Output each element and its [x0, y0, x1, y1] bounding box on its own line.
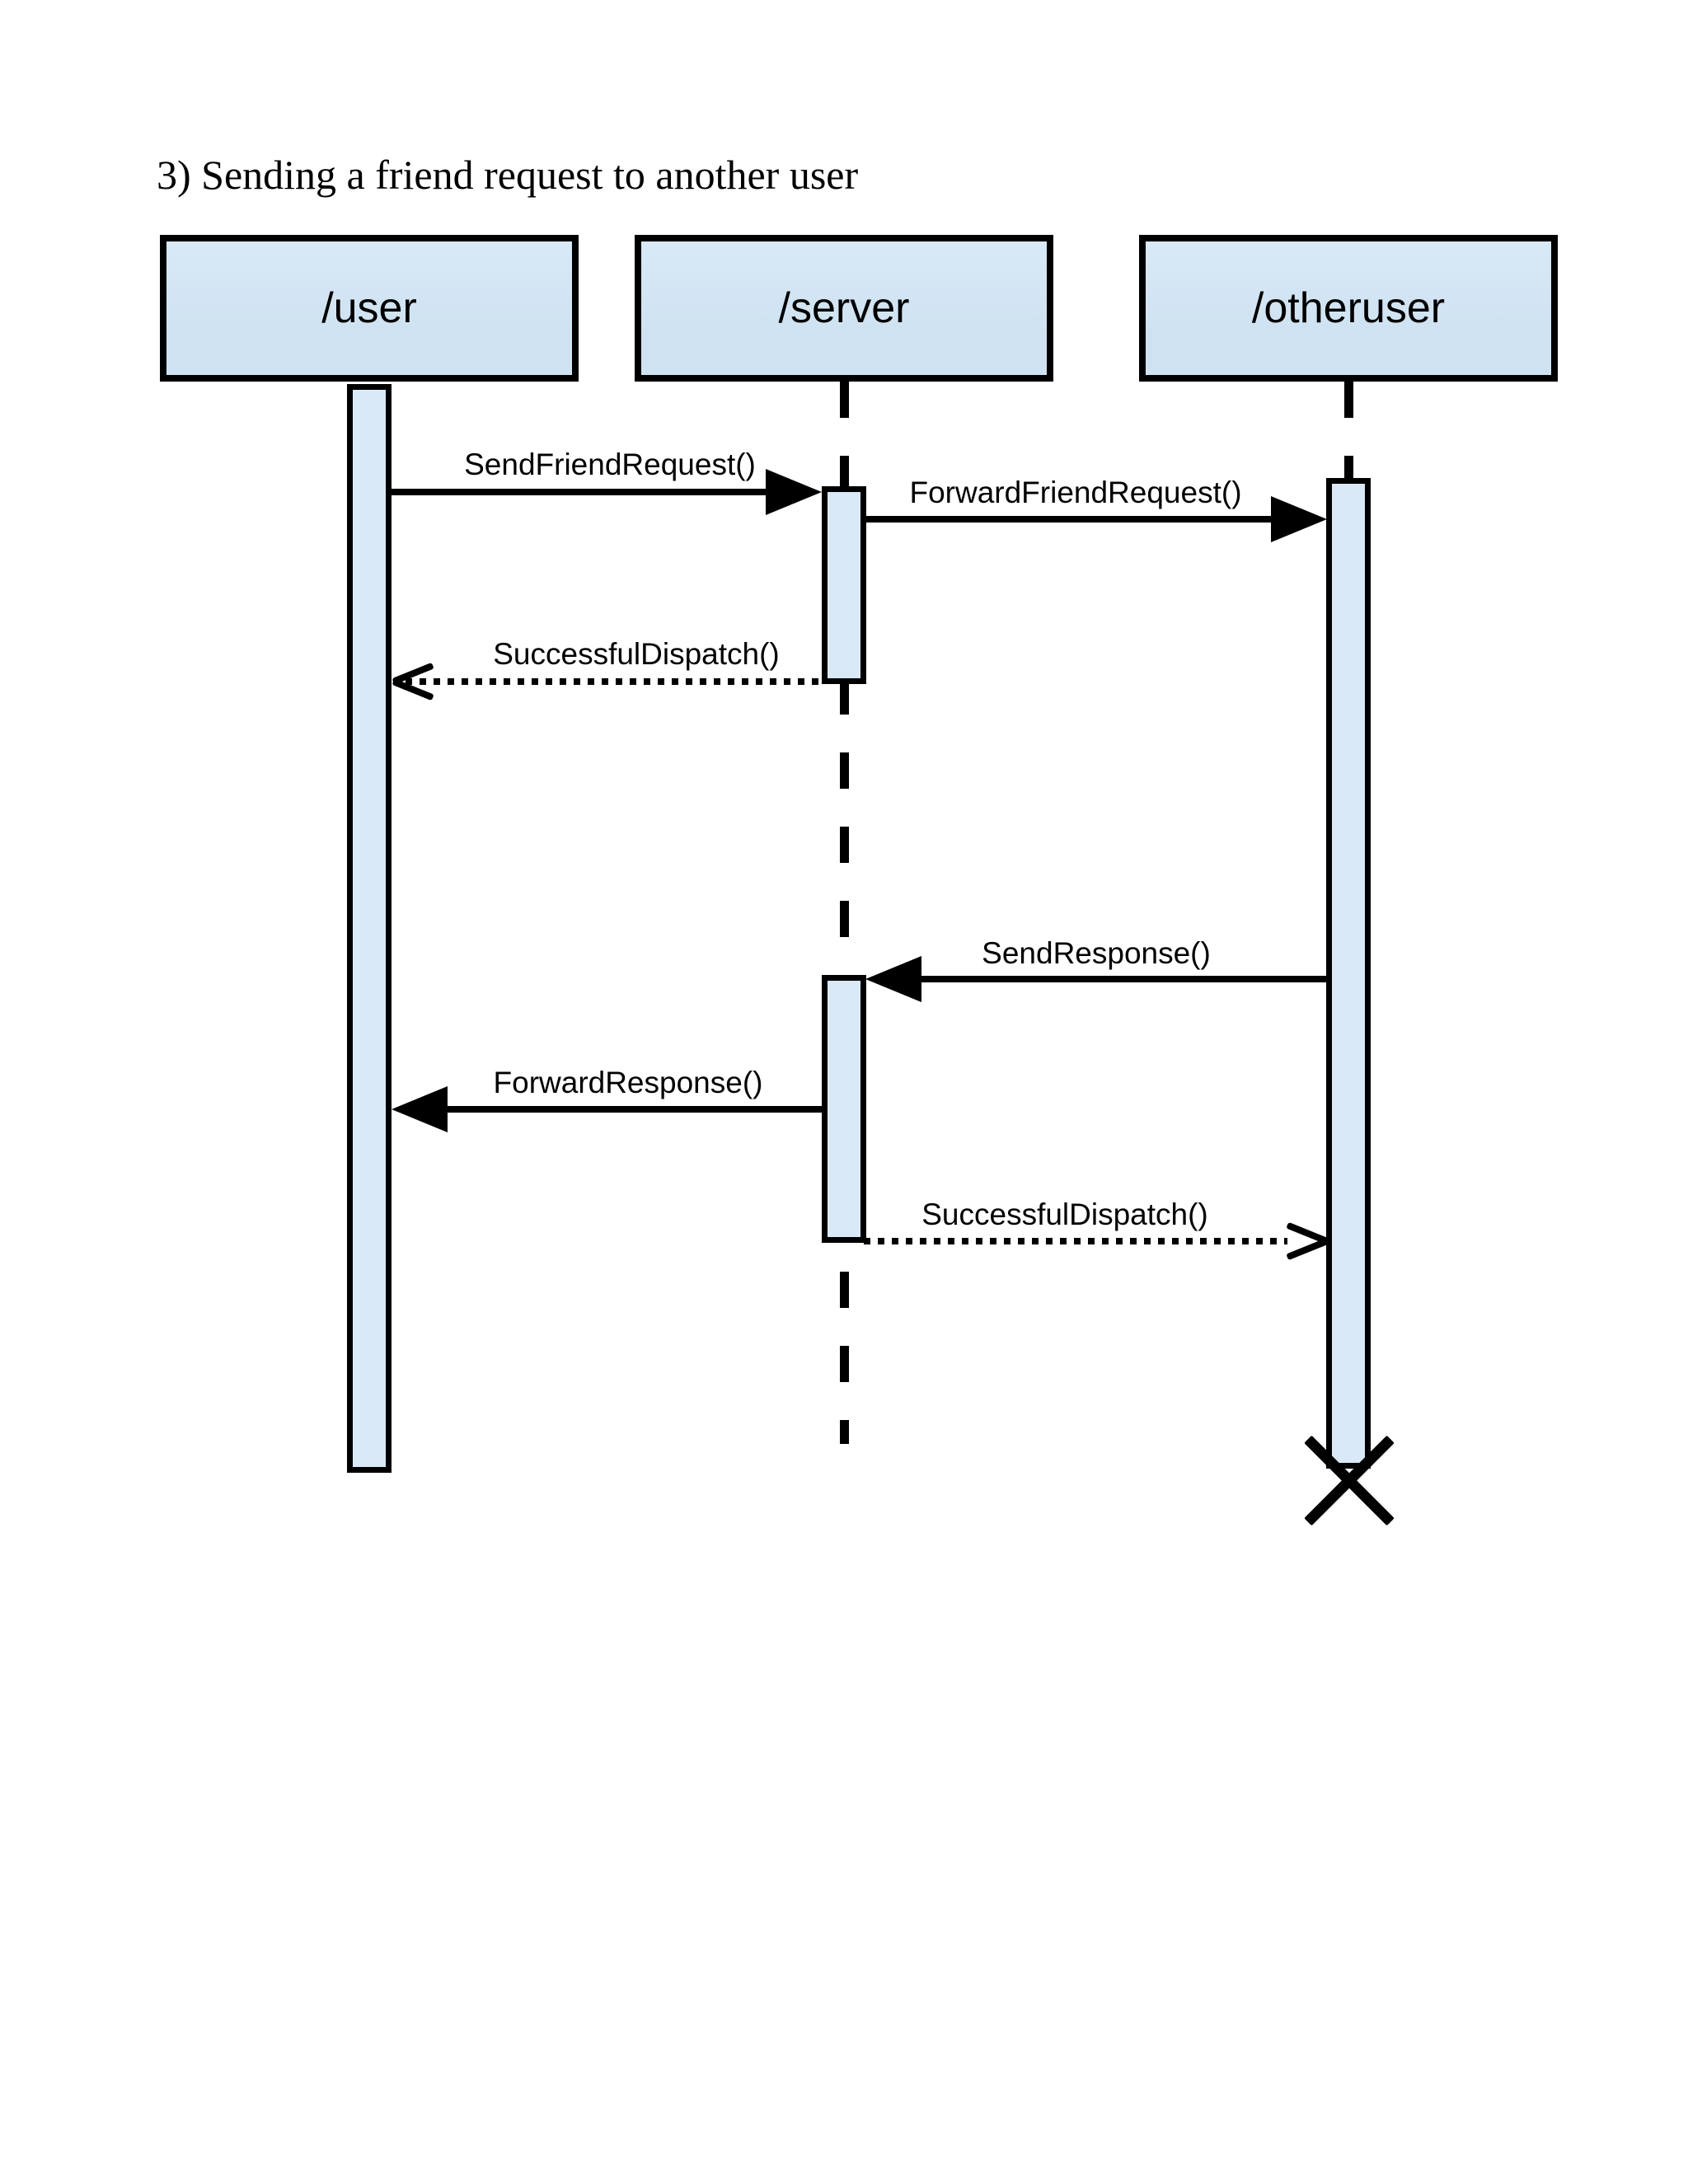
message-label: SuccessfulDispatch() — [493, 637, 780, 671]
activation-user — [347, 384, 392, 1473]
actor-box-user: /user — [160, 235, 579, 382]
message-label: SendFriendRequest() — [464, 448, 756, 481]
message-label: SendResponse() — [982, 936, 1211, 970]
message-label: ForwardFriendRequest() — [909, 476, 1242, 509]
filled-arrowhead-left-icon — [392, 1086, 448, 1132]
actor-label-otheruser: /otheruser — [1251, 284, 1446, 332]
message-line — [865, 516, 1274, 523]
message-line — [406, 678, 822, 685]
activation-server-1 — [822, 486, 866, 684]
lifeline-otheruser — [1344, 382, 1353, 478]
message-label: ForwardResponse() — [493, 1066, 763, 1099]
filled-arrowhead-right-icon — [1271, 496, 1327, 542]
activation-server-2 — [822, 975, 866, 1243]
filled-arrowhead-left-icon — [865, 956, 921, 1002]
message-line — [864, 1238, 1287, 1244]
message-line — [392, 489, 771, 495]
actor-label-user: /user — [321, 284, 417, 332]
activation-otheruser — [1326, 478, 1371, 1469]
message-line — [917, 976, 1327, 982]
actor-box-server: /server — [635, 235, 1053, 382]
actor-box-otheruser: /otheruser — [1139, 235, 1558, 382]
message-label: SuccessfulDispatch() — [921, 1197, 1208, 1231]
message-line — [443, 1106, 822, 1113]
actor-label-server: /server — [778, 284, 910, 332]
filled-arrowhead-right-icon — [766, 469, 822, 515]
diagram-title: 3) Sending a friend request to another u… — [157, 152, 859, 198]
lifeline-server — [840, 382, 849, 1444]
